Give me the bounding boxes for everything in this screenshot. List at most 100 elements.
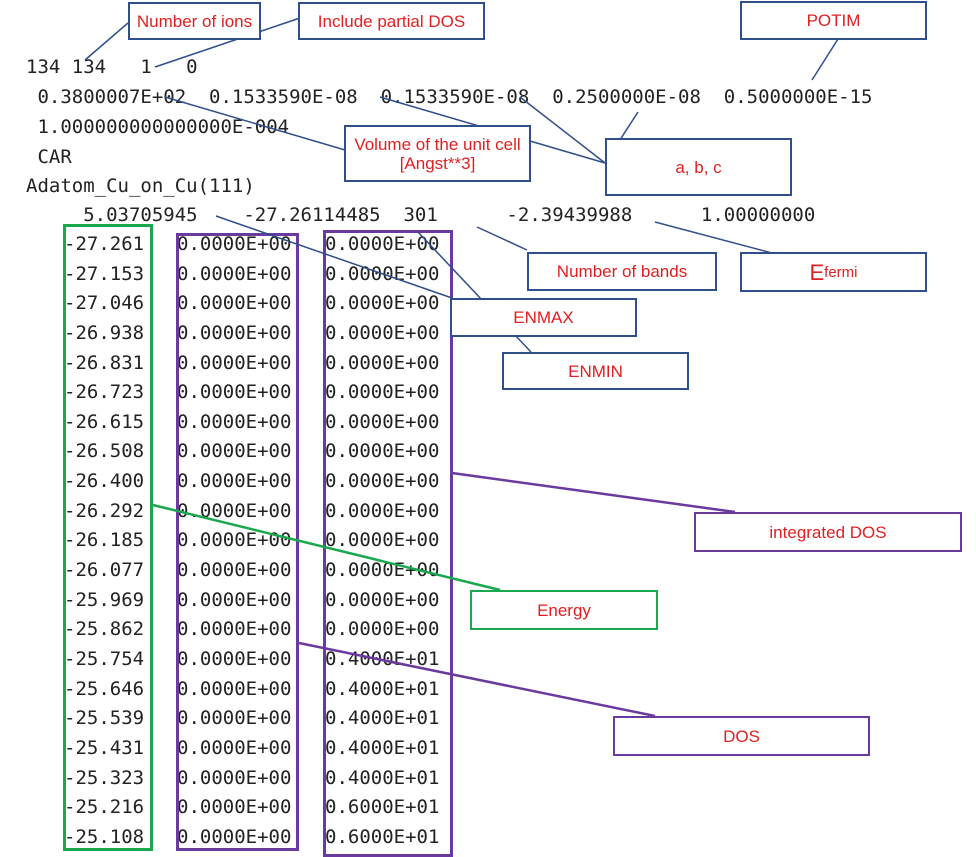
energy-column-highlight bbox=[63, 224, 153, 851]
dos-value-cell: 0.0000E+00 bbox=[177, 677, 292, 700]
energy-value-cell: -26.938 bbox=[64, 321, 145, 344]
energy-value-cell: -25.539 bbox=[64, 707, 145, 730]
connector-partial-dos bbox=[154, 17, 301, 68]
dos-value-cell: 0.0000E+00 bbox=[177, 233, 292, 255]
label-enmin: ENMIN bbox=[502, 352, 689, 390]
integrated-dos-value-cell: 0.6000E+01 bbox=[325, 825, 440, 848]
integrated-dos-value-cell: 0.0000E+00 bbox=[325, 292, 440, 315]
integrated-dos-value-cell: 0.0000E+00 bbox=[325, 499, 440, 522]
label-integrated-dos: integrated DOS bbox=[694, 512, 962, 552]
energy-value-cell: -26.077 bbox=[64, 559, 145, 582]
energy-value-cell: -25.969 bbox=[64, 588, 145, 611]
label-lattice-abc: a, b, c bbox=[605, 138, 792, 196]
energy-value-cell: -27.261 bbox=[64, 233, 145, 255]
energy-value-cell: -27.046 bbox=[64, 292, 145, 315]
energy-value-cell: -25.646 bbox=[64, 677, 145, 700]
integrated-dos-value-cell: 0.0000E+00 bbox=[325, 233, 440, 255]
integrated-dos-value-cell: 0.6000E+01 bbox=[325, 796, 440, 819]
dos-value-cell: 0.0000E+00 bbox=[177, 647, 292, 670]
label-dos: DOS bbox=[613, 716, 870, 756]
dos-value-cell: 0.0000E+00 bbox=[177, 707, 292, 730]
connector-enmax bbox=[215, 215, 453, 299]
dos-value-cell: 0.0000E+00 bbox=[177, 410, 292, 433]
energy-value-cell: -26.400 bbox=[64, 470, 145, 493]
energy-value-cell: -25.862 bbox=[64, 618, 145, 641]
connector-potim bbox=[811, 38, 839, 81]
integrated-dos-value-cell: 0.0000E+00 bbox=[325, 529, 440, 552]
energy-value-cell: -26.723 bbox=[64, 381, 145, 404]
energy-column-values: -27.261 -27.153 -27.046 -26.938 -26.831 -26.7… bbox=[64, 230, 144, 852]
label-volume-line2: [Angst**3] bbox=[399, 153, 476, 173]
integrated-dos-value-cell: 0.4000E+01 bbox=[325, 707, 440, 730]
integrated-dos-value-cell: 0.4000E+01 bbox=[325, 677, 440, 700]
connector-number-of-bands bbox=[476, 226, 528, 251]
header-line-system-name: Adatom_Cu_on_Cu(111) bbox=[26, 175, 255, 197]
label-volume-unit-cell: Volume of the unit cell [Angst**3] bbox=[344, 125, 531, 182]
dos-value-cell: 0.0000E+00 bbox=[177, 618, 292, 641]
dos-value-cell: 0.0000E+00 bbox=[177, 351, 292, 374]
dos-value-cell: 0.0000E+00 bbox=[177, 292, 292, 315]
energy-value-cell: -25.216 bbox=[64, 796, 145, 819]
dos-value-cell: 0.0000E+00 bbox=[177, 529, 292, 552]
label-number-of-ions: Number of ions bbox=[128, 2, 261, 40]
energy-value-cell: -25.754 bbox=[64, 647, 145, 670]
label-efermi-subscript: fermi bbox=[824, 263, 858, 281]
connector-energy bbox=[152, 503, 501, 592]
dos-value-cell: 0.0000E+00 bbox=[177, 766, 292, 789]
integrated-dos-value-cell: 0.0000E+00 bbox=[325, 410, 440, 433]
label-number-of-bands: Number of bands bbox=[527, 252, 717, 291]
dos-value-cell: 0.0000E+00 bbox=[177, 588, 292, 611]
dos-value-cell: 0.0000E+00 bbox=[177, 499, 292, 522]
label-energy: Energy bbox=[470, 590, 658, 630]
integrated-dos-value-cell: 0.0000E+00 bbox=[325, 351, 440, 374]
dos-value-cell: 0.0000E+00 bbox=[177, 440, 292, 463]
integrated-dos-value-cell: 0.4000E+01 bbox=[325, 736, 440, 759]
header-line-temperature: 1.000000000000000E-004 bbox=[26, 116, 290, 138]
integrated-dos-value-cell: 0.0000E+00 bbox=[325, 321, 440, 344]
connector-volume bbox=[164, 96, 346, 151]
label-include-partial-dos: Include partial DOS bbox=[298, 2, 485, 40]
integrated-dos-value-cell: 0.0000E+00 bbox=[325, 618, 440, 641]
dos-value-cell: 0.0000E+00 bbox=[177, 381, 292, 404]
energy-value-cell: -26.292 bbox=[64, 499, 145, 522]
energy-value-cell: -27.153 bbox=[64, 262, 145, 285]
label-enmax: ENMAX bbox=[450, 298, 637, 337]
dos-value-cell: 0.0000E+00 bbox=[177, 470, 292, 493]
energy-value-cell: -26.508 bbox=[64, 440, 145, 463]
label-efermi-main: E bbox=[809, 259, 825, 285]
integrated-dos-value-cell: 0.0000E+00 bbox=[325, 470, 440, 493]
dos-column-values: 0.0000E+00 0.0000E+00 0.0000E+00 0.0000E+00… bbox=[177, 230, 291, 852]
label-potim: POTIM bbox=[740, 1, 927, 40]
dos-value-cell: 0.0000E+00 bbox=[177, 796, 292, 819]
integrated-dos-value-cell: 0.0000E+00 bbox=[325, 588, 440, 611]
connector-number-of-ions bbox=[84, 22, 129, 61]
energy-value-cell: -26.185 bbox=[64, 529, 145, 552]
dos-value-cell: 0.0000E+00 bbox=[177, 825, 292, 848]
connector-efermi bbox=[654, 221, 773, 254]
header-line-car: CAR bbox=[26, 146, 72, 168]
dos-value-cell: 0.0000E+00 bbox=[177, 736, 292, 759]
dos-value-cell: 0.0000E+00 bbox=[177, 321, 292, 344]
header-line-emax-emin-nedos-efermi: 5.03705945 -27.26114485 301 -2.39439988 … bbox=[26, 204, 816, 226]
energy-value-cell: -25.323 bbox=[64, 766, 145, 789]
connector-b bbox=[519, 96, 606, 164]
header-line-ions: 134 134 1 0 bbox=[26, 56, 198, 78]
connector-dos bbox=[298, 641, 656, 718]
dos-value-cell: 0.0000E+00 bbox=[177, 262, 292, 285]
integrated-dos-value-cell: 0.0000E+00 bbox=[325, 559, 440, 582]
integrated-dos-value-cell: 0.0000E+00 bbox=[325, 440, 440, 463]
energy-value-cell: -25.108 bbox=[64, 825, 145, 848]
header-line-volume-lattice-potim: 0.3800007E+02 0.1533590E-08 0.1533590E-0… bbox=[26, 86, 873, 108]
energy-value-cell: -25.431 bbox=[64, 736, 145, 759]
energy-value-cell: -26.831 bbox=[64, 351, 145, 374]
connector-integrated-dos bbox=[451, 471, 736, 514]
dos-value-cell: 0.0000E+00 bbox=[177, 559, 292, 582]
energy-value-cell: -26.615 bbox=[64, 410, 145, 433]
integrated-dos-value-cell: 0.0000E+00 bbox=[325, 381, 440, 404]
label-volume-line1: Volume of the unit cell bbox=[354, 134, 521, 154]
dos-column-highlight bbox=[176, 233, 299, 851]
integrated-dos-value-cell: 0.4000E+01 bbox=[325, 766, 440, 789]
integrated-dos-column-highlight bbox=[323, 230, 453, 857]
